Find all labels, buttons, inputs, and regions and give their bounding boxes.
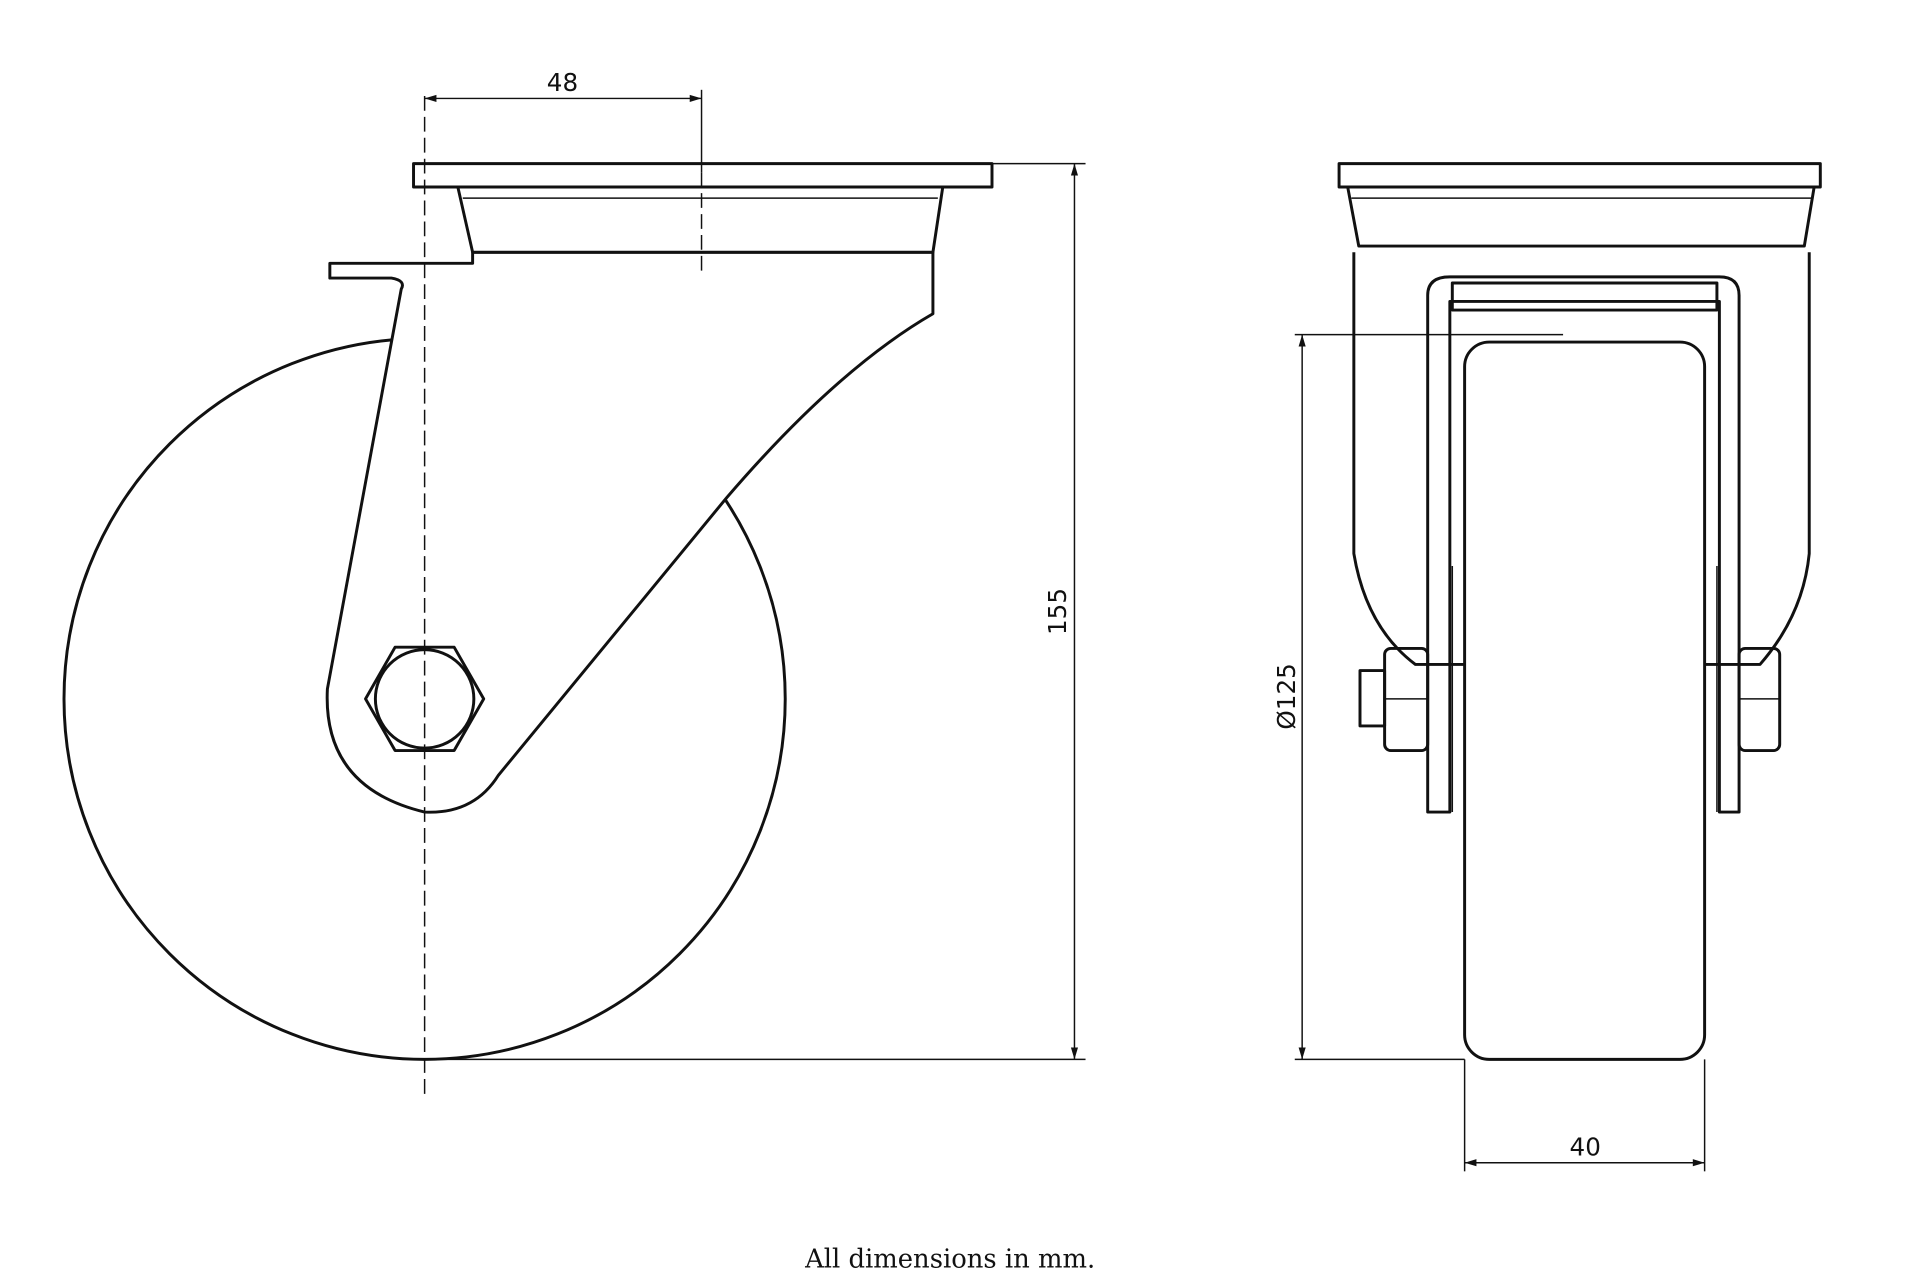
top-plate-side xyxy=(412,162,994,189)
caption: All dimensions in mm. xyxy=(804,1244,1095,1271)
axle-nut-hex xyxy=(364,645,486,753)
top-plate-front xyxy=(1337,162,1822,189)
dimension-offset-label: 48 xyxy=(547,68,578,97)
dimension-height: 155 xyxy=(424,162,1086,1061)
front-view xyxy=(1337,162,1822,1061)
dimension-height-label: 155 xyxy=(1043,588,1072,635)
dimension-diameter-label: Ø125 xyxy=(1272,663,1301,729)
dimension-width-label: 40 xyxy=(1570,1132,1601,1161)
fork-legs xyxy=(1426,275,1741,814)
wheel-front xyxy=(1463,340,1707,1061)
axle-stub xyxy=(1358,669,1387,728)
swivel-head-side xyxy=(456,185,945,254)
bearing xyxy=(1450,281,1719,312)
swivel-head-front xyxy=(1346,185,1816,248)
dimension-offset: 48 xyxy=(424,68,703,274)
dimension-width: 40 xyxy=(1463,1059,1706,1172)
side-view xyxy=(62,95,994,1099)
fork-side xyxy=(325,250,935,814)
dimension-diameter: Ø125 xyxy=(1272,333,1564,1061)
